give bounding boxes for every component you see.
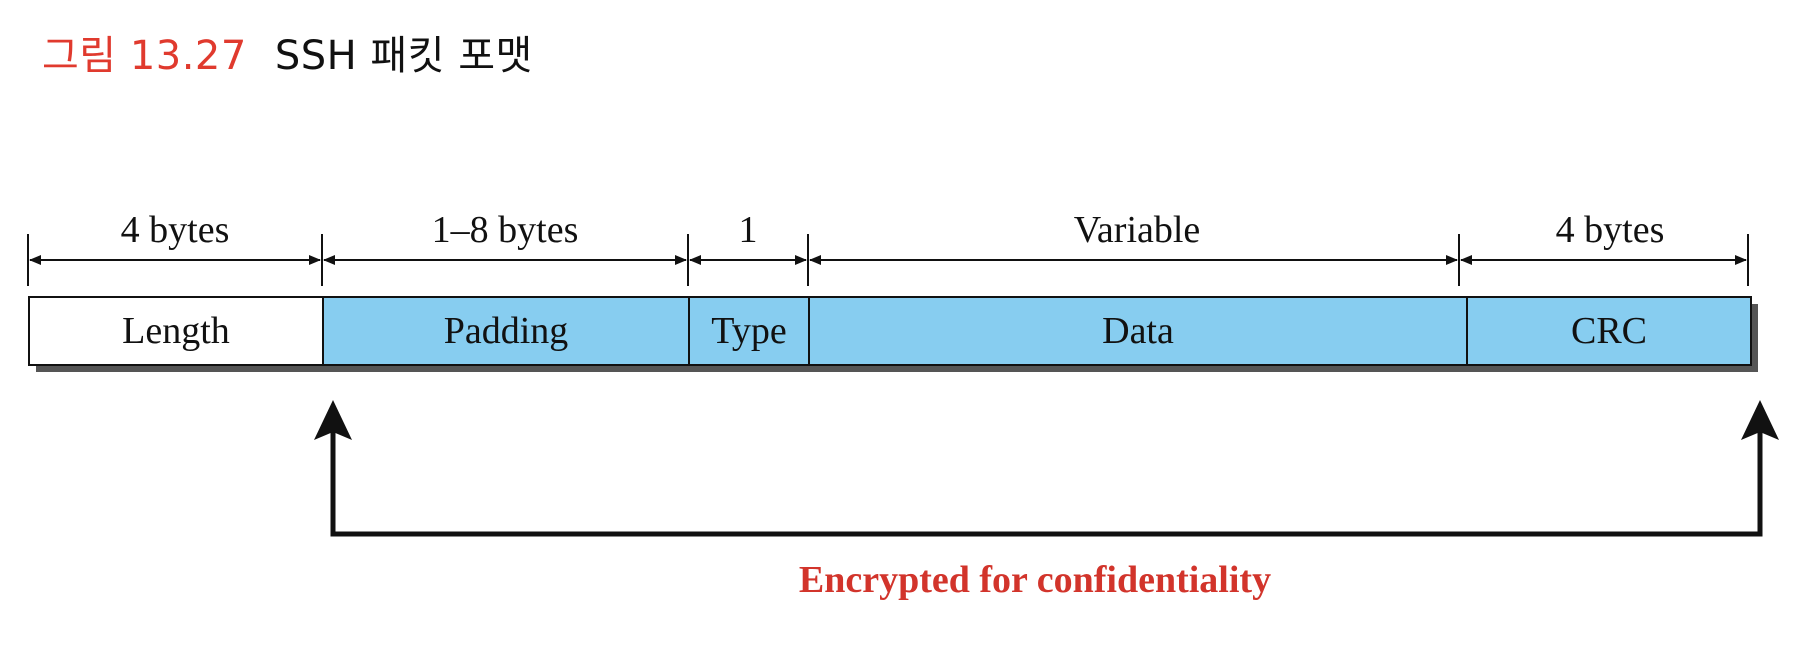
encryption-start-arrowhead [314,400,352,440]
encryption-bracket: Encrypted for confidentiality [314,400,1779,601]
crc-field-box [1466,296,1752,366]
padding-size-label: 1–8 bytes [432,209,579,251]
type-size-label: 1 [739,209,758,251]
type-field-box [688,296,810,366]
length-field-box [28,296,324,366]
figure-title: SSH 패킷 포맷 [274,33,533,79]
encryption-end-arrowhead [1741,400,1779,440]
figure-number: 그림 13.27 [42,33,247,79]
length-field-label: Length [122,310,230,352]
padding-field-box [322,296,690,366]
packet-fields: Length Padding Type Data CRC [28,296,1758,372]
dimension-row: 4 bytes 1–8 bytes 1 Variable 4 bytes [27,209,1749,286]
padding-field-label: Padding [444,310,569,352]
data-size-label: Variable [1074,209,1201,251]
crc-size-label: 4 bytes [1556,209,1665,251]
data-field-label: Data [1102,310,1174,352]
length-size-label: 4 bytes [121,209,230,251]
encrypted-note: Encrypted for confidentiality [799,559,1271,601]
figure-caption: 그림 13.27 SSH 패킷 포맷 [42,36,533,76]
type-field-label: Type [711,310,786,352]
crc-field-label: CRC [1571,310,1647,352]
encryption-bracket-line [330,428,1763,537]
